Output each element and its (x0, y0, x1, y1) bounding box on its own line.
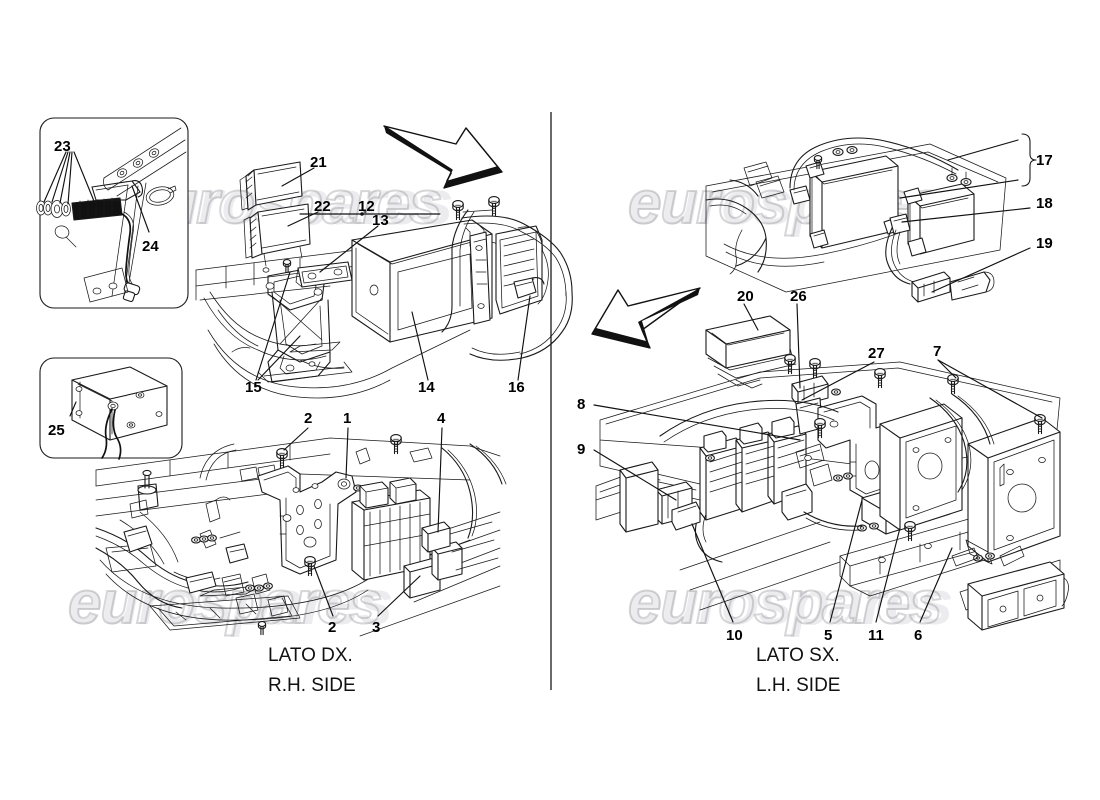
direction-arrow-right-panel (591, 287, 701, 349)
callout-16: 16 (508, 379, 525, 396)
control-module-right-18 (885, 167, 975, 285)
bolt-27 (874, 368, 886, 389)
callout-25: 25 (48, 422, 65, 439)
left-lower-assembly (95, 434, 507, 637)
callout-21: 21 (310, 154, 327, 171)
right-panel-caption-it: LATO SX. (756, 645, 840, 666)
callout-26: 26 (790, 288, 807, 305)
callout-11: 11 (868, 627, 884, 644)
callout-22: 22 (314, 198, 331, 215)
direction-arrow-left-panel (383, 125, 503, 189)
callout-20: 20 (737, 288, 754, 305)
callout-14: 14 (418, 379, 435, 396)
leader-lines (255, 167, 1043, 623)
right-upper-assembly (705, 133, 1037, 303)
left-panel-caption-it: LATO DX. (268, 645, 353, 666)
bolt-2-top (276, 448, 288, 469)
callout-9: 9 (577, 441, 586, 458)
control-module-left-17 (789, 137, 959, 249)
left-upper-assembly (195, 161, 573, 399)
ecu-module-21 (239, 161, 303, 211)
callout-18: 18 (1036, 195, 1053, 212)
panel-6 (951, 417, 1061, 567)
harness-right-upper (705, 161, 785, 275)
bolt-7a (947, 374, 959, 395)
inset-panel-23-24 (36, 117, 189, 309)
wiring-harness-left-panel (441, 196, 573, 361)
bracket-17 (899, 133, 1037, 293)
callout-24: 24 (142, 238, 159, 255)
callout-3: 3 (372, 619, 381, 636)
relays-3-4 (403, 521, 499, 599)
direction-arrows (383, 125, 701, 349)
callout-1: 1 (343, 410, 352, 427)
bracket-7-plate (879, 403, 963, 531)
ecu-main-14 (351, 219, 493, 343)
callout-10: 10 (726, 627, 743, 644)
connector-19 (911, 271, 995, 303)
callout-4: 4 (437, 410, 446, 427)
callout-2-bottom: 2 (328, 619, 337, 636)
harness-bundle-lower-left (95, 469, 249, 609)
callout-6: 6 (914, 627, 923, 644)
callout-19: 19 (1036, 235, 1053, 252)
grommet-plate (967, 561, 1069, 631)
plate-13 (295, 261, 353, 288)
callout-17: 17 (1036, 152, 1053, 169)
leader-25 (69, 401, 77, 417)
callout-15: 15 (245, 379, 262, 396)
bracket-1 (257, 465, 373, 575)
leader-24 (131, 185, 150, 233)
left-panel-caption-en: R.H. SIDE (268, 675, 356, 696)
right-lower-assembly (595, 315, 1069, 631)
callout-5: 5 (824, 627, 833, 644)
callout-23: 23 (54, 138, 71, 155)
right-panel-caption-en: L.H. SIDE (756, 675, 841, 696)
connector-block (495, 225, 549, 315)
callout-8: 8 (577, 396, 586, 413)
callout-2-top: 2 (304, 410, 313, 427)
callout-13: 13 (372, 212, 389, 229)
callout-12: 12 (358, 198, 375, 215)
callout-27: 27 (868, 345, 885, 362)
ecu-module-22 (243, 203, 311, 273)
inset-panel-25 (39, 357, 183, 460)
module-20 (705, 315, 797, 389)
leader-23 (43, 151, 97, 207)
harness-bundle-lower-right (355, 434, 507, 539)
leader-18 (901, 207, 1031, 223)
relay-9 (619, 461, 701, 533)
harness-right-lower (659, 393, 995, 531)
callout-7: 7 (933, 343, 942, 360)
connector-26 (791, 375, 841, 435)
small-bracket-cluster (191, 496, 289, 636)
leader-19 (931, 247, 1031, 293)
